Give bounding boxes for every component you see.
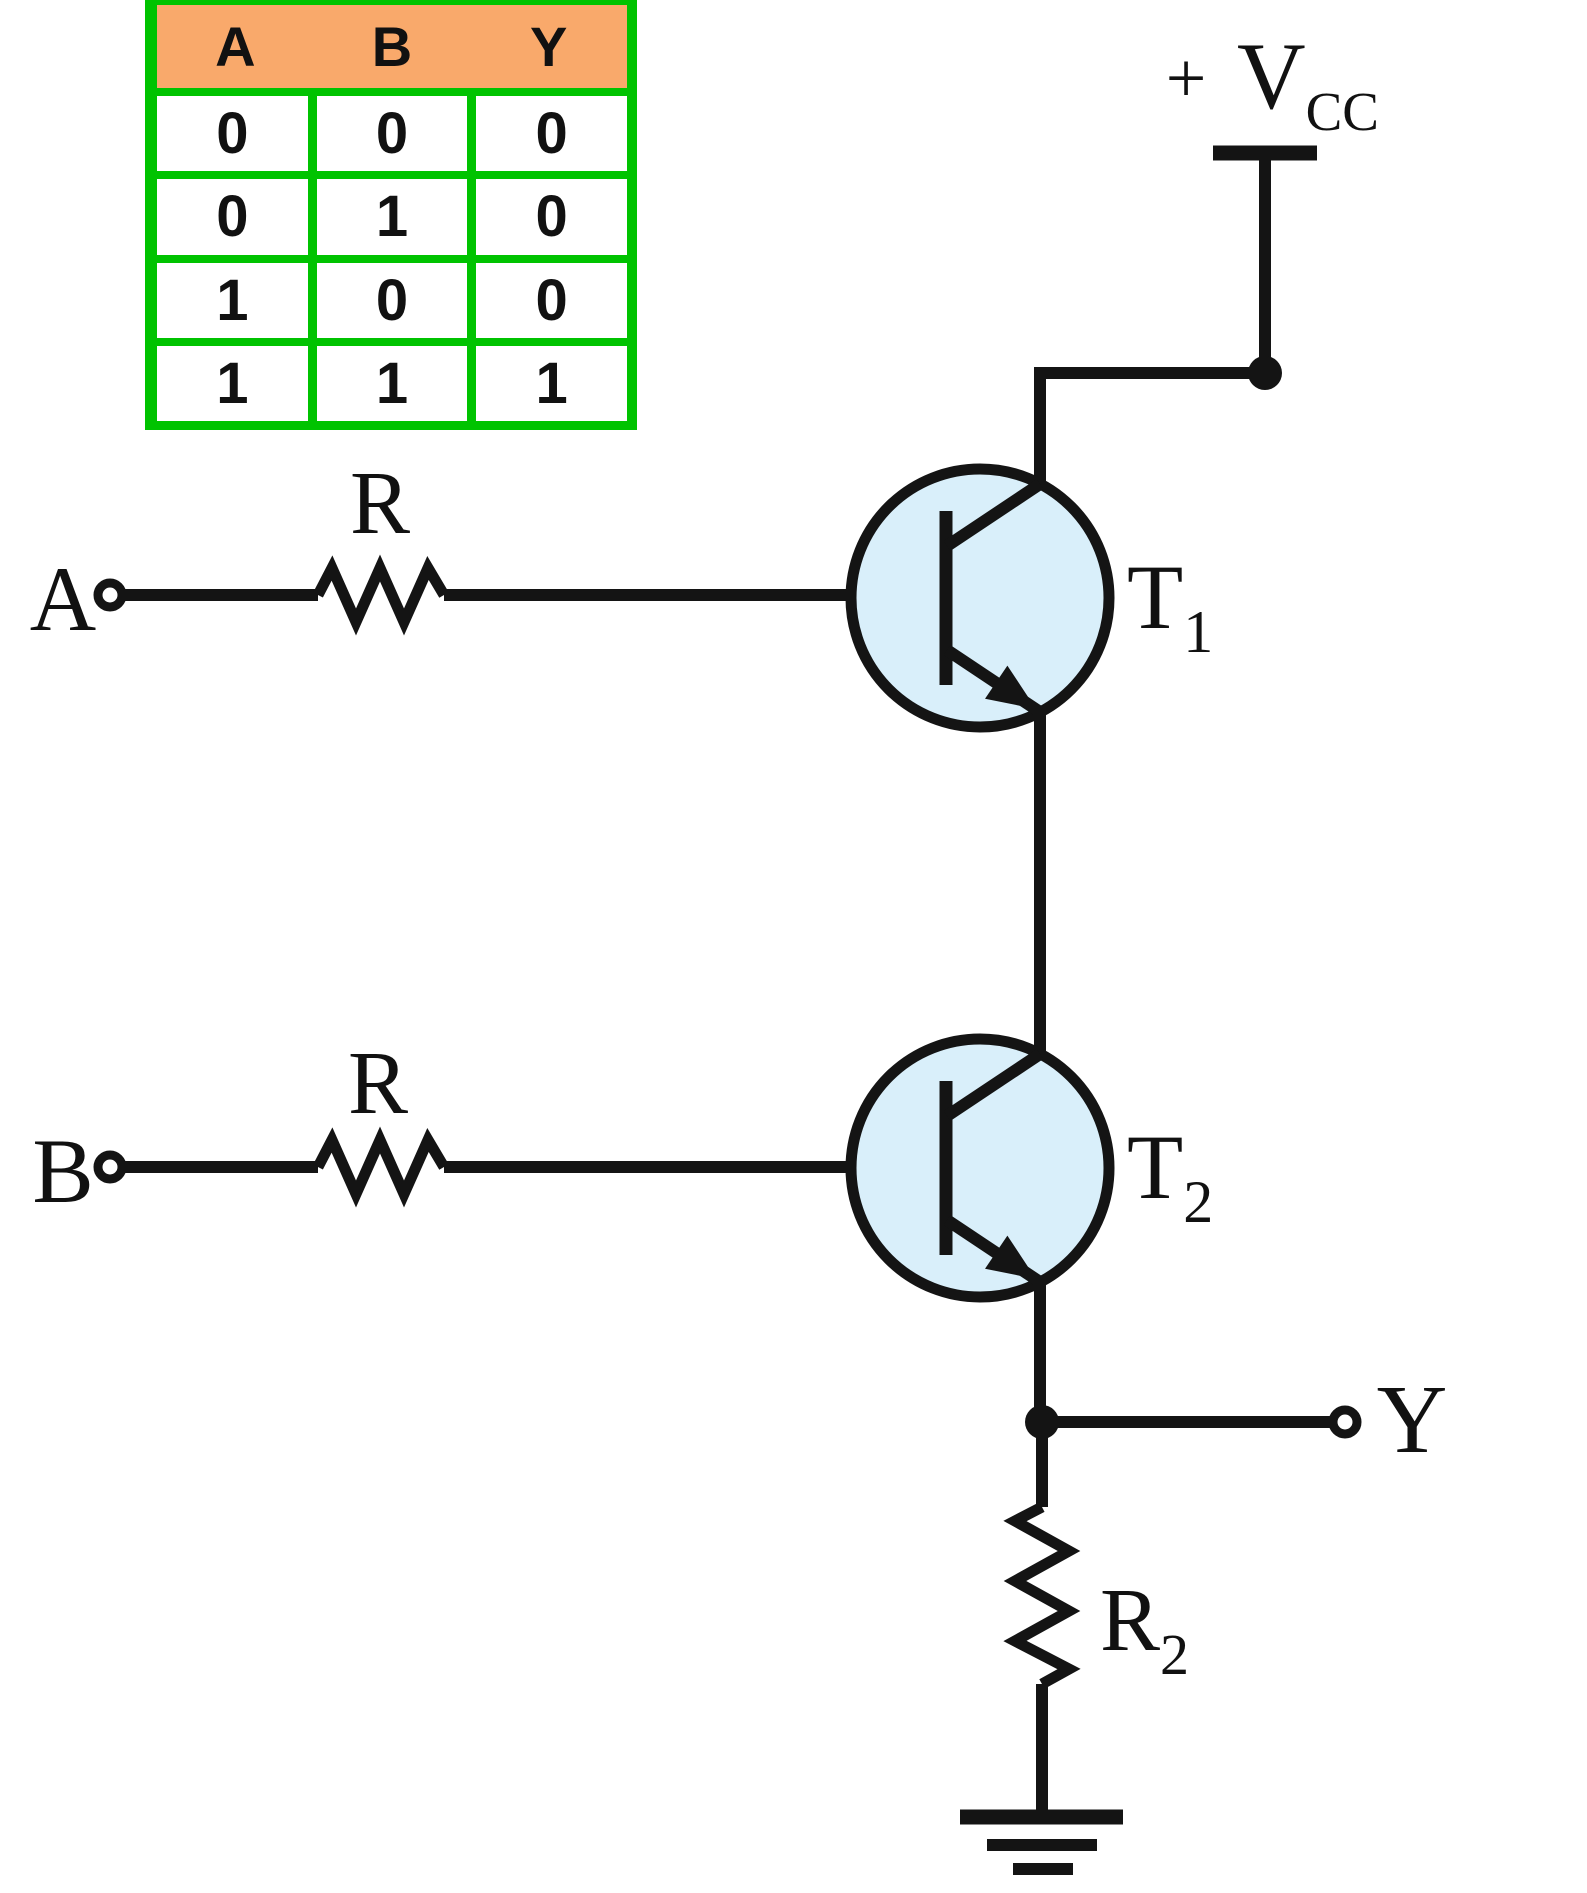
vcc-plus-sign: + (1166, 38, 1207, 118)
r2-label-sub: 2 (1160, 1622, 1189, 1687)
table-cell: 0 (157, 179, 308, 255)
transistor-t1-collector-line (943, 479, 1044, 551)
transistor-t1-label: T1 (1127, 546, 1213, 665)
resistor-r2 (1003, 1502, 1081, 1689)
table-cell: 1 (316, 345, 468, 421)
table-row: 0 0 0 (157, 96, 627, 172)
r2-label-letter: R (1100, 1571, 1160, 1670)
resistor-r2-label: R2 (1100, 1571, 1189, 1687)
vcc-junction-dot (1248, 356, 1282, 390)
output-y-terminal (1328, 1405, 1362, 1439)
vcc-to-collector-wire (1034, 367, 1265, 484)
table-cell: 0 (316, 262, 468, 338)
resistor-b-label: R (348, 1034, 408, 1133)
vcc-label: VCC (1237, 23, 1379, 142)
input-a-terminal (93, 578, 127, 612)
table-row: 1 1 1 (157, 345, 627, 421)
table-cell: 1 (157, 345, 308, 421)
t1-label-sub: 1 (1183, 599, 1213, 665)
t1-label-letter: T (1127, 546, 1183, 648)
vcc-label-v: V (1237, 23, 1306, 129)
table-row: 0 1 0 (157, 179, 627, 255)
table-cell: 0 (316, 96, 468, 172)
input-b-terminal (93, 1150, 127, 1184)
resistor-a (313, 554, 449, 636)
truth-table-header-b: B (371, 15, 413, 78)
t2-label-letter: T (1127, 1116, 1183, 1218)
input-b-label: B (32, 1120, 93, 1222)
truth-table-header-a: A (215, 15, 256, 78)
table-cell: 1 (476, 345, 627, 421)
transistor-t2-collector-line (943, 1049, 1044, 1121)
resistor-a-label: R (350, 454, 410, 553)
truth-table: A B Y 0 0 0 0 1 0 1 0 0 1 1 1 (145, 0, 637, 430)
table-cell: 0 (476, 262, 627, 338)
resistor-b (313, 1126, 449, 1208)
transistor-t2-label: T2 (1127, 1116, 1213, 1235)
vcc-label-sub: CC (1306, 81, 1379, 142)
transistor-t2-body (845, 1033, 1115, 1303)
t2-label-sub: 2 (1183, 1169, 1213, 1235)
input-a-label: A (30, 548, 96, 650)
truth-table-header-row: A B Y (157, 5, 627, 88)
table-cell: 1 (316, 179, 468, 255)
ground-symbol (960, 1809, 1123, 1875)
table-row: 1 0 0 (157, 262, 627, 338)
table-cell: 0 (476, 96, 627, 172)
transistor-t2-emitter-arrow (985, 1235, 1036, 1279)
table-cell: 0 (157, 96, 308, 172)
table-cell: 0 (476, 179, 627, 255)
table-cell: 1 (157, 262, 308, 338)
output-y-label: Y (1377, 1366, 1448, 1474)
truth-table-header-y: Y (529, 15, 568, 78)
transistor-t1-emitter-arrow (985, 665, 1036, 709)
transistor-t1-body (845, 463, 1115, 733)
